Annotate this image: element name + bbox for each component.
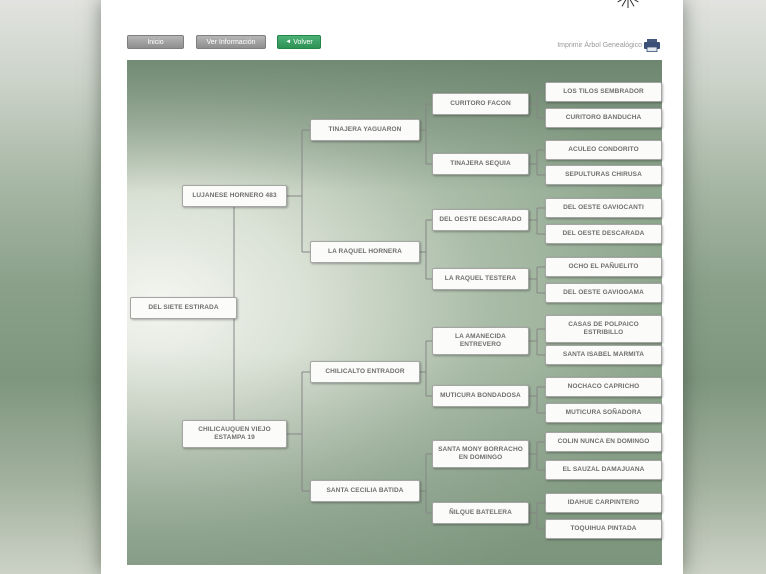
pedigree-node[interactable]: LUJANESE HORNERO 483 (182, 185, 287, 207)
logo (606, 0, 650, 19)
pedigree-node[interactable]: SEPULTURAS CHIRUSA (545, 165, 662, 185)
pedigree-node[interactable]: CASAS DE POLPAICO ESTRIBILLO (545, 315, 662, 343)
pedigree-node[interactable]: ÑILQUE BATELERA (432, 502, 529, 524)
pedigree-node[interactable]: TINAJERA SEQUIA (432, 153, 529, 175)
back-arrow-icon: ◄ (285, 39, 292, 45)
pedigree-node[interactable]: SANTA MONY BORRACHO EN DOMINGO (432, 440, 529, 468)
inicio-button[interactable]: Inicio (127, 35, 184, 49)
pedigree-node[interactable]: MUTICURA BONDADOSA (432, 385, 529, 407)
pedigree-node[interactable]: NOCHACO CAPRICHO (545, 377, 662, 397)
pedigree-node[interactable]: DEL OESTE DESCARADO (432, 209, 529, 231)
page: Inicio Ver Información ◄ Volver Imprimir… (101, 0, 683, 574)
volver-label: Volver (293, 38, 313, 46)
pedigree-node[interactable]: TOQUIHUA PINTADA (545, 519, 662, 539)
pedigree-node[interactable]: DEL OESTE GAVIOCANTI (545, 198, 662, 218)
ver-informacion-button[interactable]: Ver Información (196, 35, 266, 49)
pedigree-node[interactable]: COLIN NUNCA EN DOMINGO (545, 432, 662, 452)
pedigree-node[interactable]: MUTICURA SOÑADORA (545, 403, 662, 423)
pedigree-node[interactable]: IDAHUE CARPINTERO (545, 493, 662, 513)
pedigree-node[interactable]: LA RAQUEL HORNERA (310, 241, 420, 263)
pedigree-node[interactable]: TINAJERA YAGUARON (310, 119, 420, 141)
pedigree-node[interactable]: EL SAUZAL DAMAJUANA (545, 460, 662, 480)
pedigree-node[interactable]: LOS TILOS SEMBRADOR (545, 82, 662, 102)
pedigree-node[interactable]: CHILICALTO ENTRADOR (310, 361, 420, 383)
pedigree-node[interactable]: CHILICAUQUEN VIEJO ESTAMPA 19 (182, 420, 287, 448)
pedigree-node[interactable]: LA AMANECIDA ENTREVERO (432, 327, 529, 355)
pedigree-node[interactable]: DEL OESTE GAVIOGAMA (545, 283, 662, 303)
pedigree-node[interactable]: OCHO EL PAÑUELITO (545, 257, 662, 277)
pedigree-node[interactable]: DEL OESTE DESCARADA (545, 224, 662, 244)
pedigree-node[interactable]: CURITORO BANDUCHA (545, 108, 662, 128)
connector-lines (233, 91, 545, 530)
pedigree-node[interactable]: LA RAQUEL TESTERA (432, 268, 529, 290)
pedigree-node[interactable]: ACULEO CONDORITO (545, 140, 662, 160)
pedigree-node[interactable]: DEL SIETE ESTIRADA (130, 297, 237, 319)
pedigree-node[interactable]: SANTA ISABEL MARMITA (545, 345, 662, 365)
pedigree-node[interactable]: SANTA CECILIA BATIDA (310, 480, 420, 502)
printer-icon[interactable] (644, 39, 660, 52)
pedigree-tree-panel: DEL SIETE ESTIRADA LUJANESE HORNERO 483 … (127, 60, 662, 565)
volver-button[interactable]: ◄ Volver (277, 35, 321, 49)
imprimir-link[interactable]: Imprimir Árbol Genealógico (557, 42, 642, 49)
pedigree-node[interactable]: CURITORO FACON (432, 93, 529, 115)
